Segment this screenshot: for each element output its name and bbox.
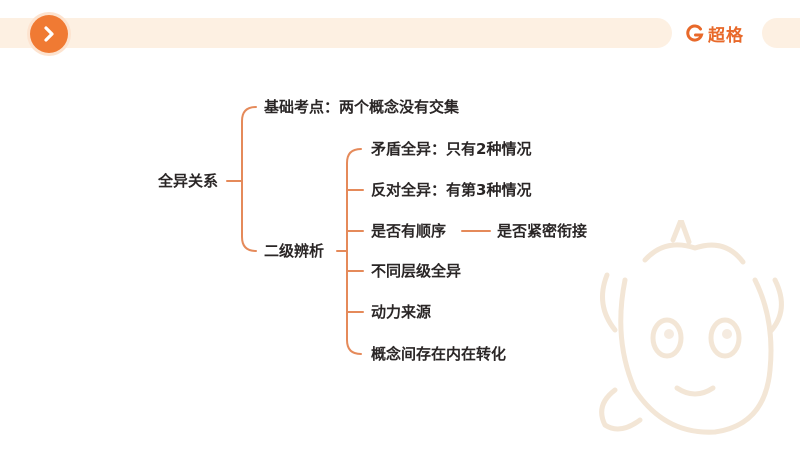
leaf-level: 不同层级全异 <box>371 262 462 280</box>
leaf-contrary: 反对全异：有第3种情况 <box>371 181 532 199</box>
chevron-right-icon <box>44 26 54 42</box>
brand-name: 超格 <box>708 25 744 46</box>
next-button[interactable] <box>30 15 68 53</box>
brand-logo: 超格 <box>686 22 744 46</box>
title-bar-end <box>762 18 800 48</box>
top-bar: 超格 <box>0 0 800 70</box>
leaf-internal-transform: 概念间存在内在转化 <box>371 345 507 363</box>
unicorn-mascot-watermark <box>599 220 784 435</box>
title-bar <box>0 18 672 48</box>
root-node: 全异关系 <box>158 172 219 190</box>
branch-basic-point: 基础考点：两个概念没有交集 <box>264 98 460 116</box>
leaf-power-source: 动力来源 <box>371 303 432 321</box>
leaf-contradictory: 矛盾全异：只有2种情况 <box>371 140 532 158</box>
leaf-order-link: 是否紧密衔接 <box>497 222 588 240</box>
brand-g-icon <box>686 24 704 42</box>
leaf-order: 是否有顺序 <box>371 222 447 240</box>
branch-secondary-analysis: 二级辨析 <box>264 242 325 260</box>
